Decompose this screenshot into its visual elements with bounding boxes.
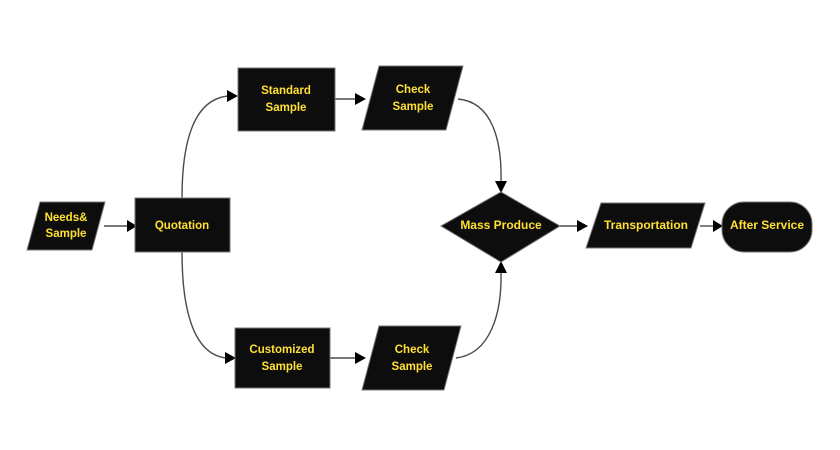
rectangle-shape[interactable] [134, 197, 231, 253]
edge-custom-to-check-bottom [330, 352, 366, 364]
edge-line [181, 251, 227, 359]
edge-line [457, 98, 502, 183]
rectangle-shape[interactable] [237, 67, 336, 132]
arrowhead-icon [577, 220, 588, 232]
arrowhead-icon [355, 352, 366, 364]
edge-check-bottom-to-mass [455, 261, 507, 359]
edge-needs-to-quotation [104, 220, 137, 232]
node-check-sample-bottom[interactable]: Check Sample [361, 325, 462, 391]
arrowhead-icon [495, 181, 507, 193]
parallelogram-shape[interactable] [361, 65, 464, 131]
arrowhead-icon [227, 90, 238, 102]
node-transportation[interactable]: Transportation [585, 202, 706, 249]
arrowhead-icon [495, 261, 507, 273]
connectors-layer [104, 90, 723, 364]
rounded-rectangle-shape[interactable] [721, 201, 813, 253]
node-mass-produce[interactable]: Mass Produce [440, 191, 561, 263]
node-quotation[interactable]: Quotation [134, 197, 231, 253]
edge-line [181, 95, 229, 199]
arrowhead-icon [127, 220, 137, 232]
arrowhead-icon [713, 220, 723, 232]
arrowhead-icon [355, 93, 366, 105]
arrowhead-icon [225, 352, 236, 364]
parallelogram-shape[interactable] [585, 202, 706, 249]
node-standard-sample[interactable]: Standard Sample [237, 67, 336, 132]
edge-standard-to-check-top [335, 93, 366, 105]
edge-check-top-to-mass [457, 98, 507, 193]
edge-quotation-to-custom [181, 251, 236, 364]
parallelogram-shape[interactable] [361, 325, 462, 391]
node-check-sample-top[interactable]: Check Sample [361, 65, 464, 131]
node-customized-sample[interactable]: Customized Sample [234, 327, 331, 389]
rectangle-shape[interactable] [234, 327, 331, 389]
edge-mass-to-transport [560, 220, 588, 232]
node-after-service[interactable]: After Service [721, 201, 813, 253]
diamond-shape[interactable] [440, 191, 561, 263]
edge-quotation-to-standard [181, 90, 238, 199]
edge-line [455, 271, 502, 359]
node-needs-sample[interactable]: Needs& Sample [26, 201, 106, 251]
parallelogram-shape[interactable] [26, 201, 106, 251]
edge-transport-to-service [700, 220, 723, 232]
